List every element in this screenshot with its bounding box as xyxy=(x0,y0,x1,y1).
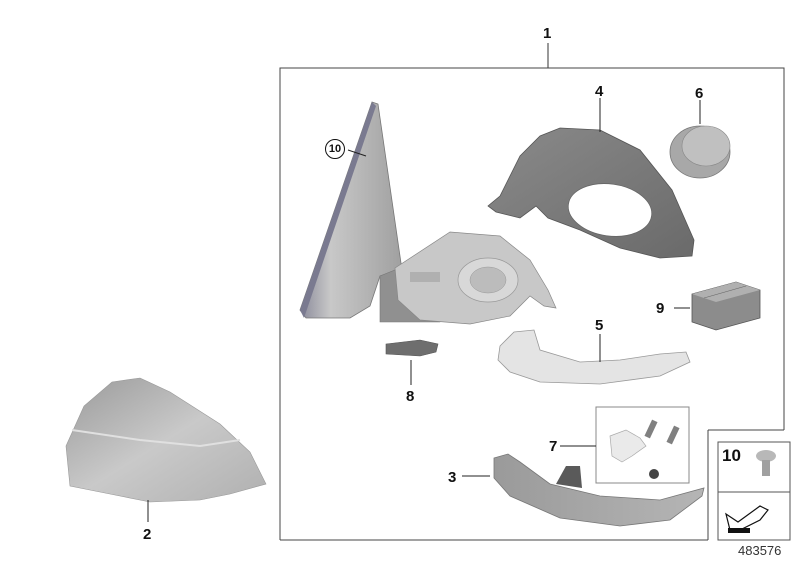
box-part xyxy=(674,281,761,331)
lower-trim-part xyxy=(462,453,705,527)
legend-screw-icon xyxy=(717,441,791,541)
callout-6[interactable]: 6 xyxy=(695,85,704,102)
callout-3[interactable]: 3 xyxy=(448,469,457,486)
mirror-mechanism-part xyxy=(394,231,557,325)
turn-signal-part xyxy=(497,329,691,385)
callout-4[interactable]: 4 xyxy=(595,83,604,100)
callout-8[interactable]: 8 xyxy=(406,388,415,405)
mirror-motor-part xyxy=(669,100,731,179)
callout-9[interactable]: 9 xyxy=(656,300,665,317)
callout-1[interactable]: 1 xyxy=(543,25,552,42)
small-cover-part xyxy=(385,339,439,385)
callout-10-circled[interactable]: 10 xyxy=(325,139,345,159)
legend-item-label: 10 xyxy=(722,446,741,465)
callout-2[interactable]: 2 xyxy=(143,526,152,543)
callout-5[interactable]: 5 xyxy=(595,317,604,334)
mirror-housing-part xyxy=(487,98,695,259)
diagram-reference-number: 483576 xyxy=(738,543,782,558)
screw-kit-part xyxy=(560,406,690,484)
mirror-cap-part xyxy=(65,377,267,522)
callout-7[interactable]: 7 xyxy=(549,438,558,455)
assembly-frame xyxy=(279,43,785,541)
